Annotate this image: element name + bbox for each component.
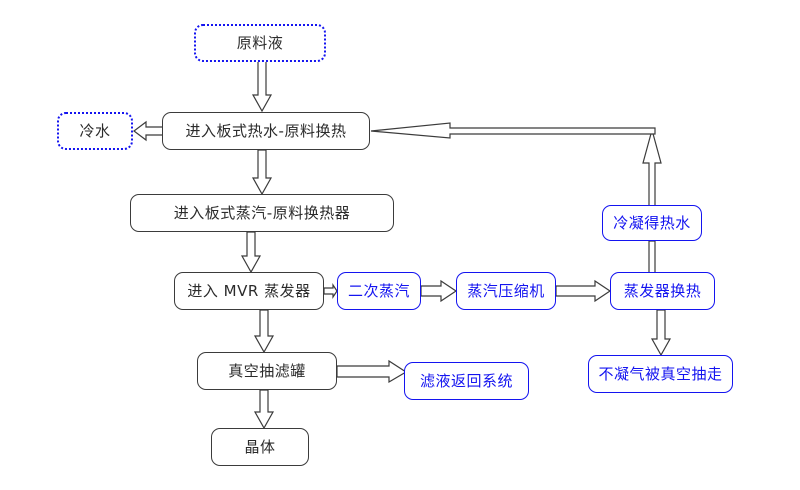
- arrow-vacuum-filter-to-crystal: [253, 389, 275, 430]
- arrow-plate-hot-water-to-plate-steam: [251, 149, 273, 196]
- arrow-feed-to-plate-hot-water: [251, 60, 273, 113]
- node-secondary-steam[interactable]: 二次蒸汽: [337, 272, 421, 310]
- node-cold-water-label: 冷水: [79, 121, 111, 140]
- node-vacuum-filter-tank-label: 真空抽滤罐: [228, 361, 306, 380]
- arrow-plate-steam-to-mvr: [240, 231, 262, 274]
- node-feed-liquid-label: 原料液: [236, 33, 284, 52]
- arrow-plate-hot-water-to-cold-water: [133, 120, 165, 142]
- node-plate-steam-feed-exchanger-label: 进入板式蒸汽-原料换热器: [173, 203, 351, 222]
- node-noncondensable-gas-vacuum-label: 不凝气被真空抽走: [598, 364, 723, 383]
- node-plate-steam-feed-exchanger[interactable]: 进入板式蒸汽-原料换热器: [130, 194, 394, 232]
- node-evaporator-heat-exchange-label: 蒸发器换热: [623, 281, 702, 300]
- node-crystal-label: 晶体: [244, 437, 276, 456]
- arrow-mvr-to-secondary-steam: [323, 283, 338, 299]
- arrow-vacuum-filter-to-filtrate-return: [336, 359, 408, 384]
- node-plate-hot-water-feed-exchange-label: 进入板式热水-原料换热: [185, 121, 347, 140]
- node-noncondensable-gas-vacuum[interactable]: 不凝气被真空抽走: [588, 355, 733, 393]
- node-steam-compressor-label: 蒸汽压缩机: [467, 281, 545, 300]
- node-condensed-hot-water-label: 冷凝得热水: [613, 213, 691, 232]
- node-cold-water[interactable]: 冷水: [57, 112, 133, 150]
- node-crystal[interactable]: 晶体: [211, 428, 309, 466]
- arrow-evaporator-heat-to-noncondensable: [650, 309, 672, 357]
- arrow-mvr-to-vacuum-filter: [253, 309, 275, 354]
- node-vacuum-filter-tank[interactable]: 真空抽滤罐: [197, 352, 337, 390]
- node-mvr-evaporator-label: 进入 MVR 蒸发器: [187, 281, 311, 300]
- node-evaporator-heat-exchange[interactable]: 蒸发器换热: [610, 272, 715, 310]
- node-secondary-steam-label: 二次蒸汽: [347, 281, 410, 300]
- node-plate-hot-water-feed-exchange[interactable]: 进入板式热水-原料换热: [162, 112, 370, 150]
- node-filtrate-return-system-label: 滤液返回系统: [419, 371, 513, 390]
- node-filtrate-return-system[interactable]: 滤液返回系统: [404, 362, 529, 400]
- node-steam-compressor[interactable]: 蒸汽压缩机: [456, 272, 556, 310]
- arrow-evaporator-heat-to-condensed-hot-water: [646, 240, 658, 274]
- node-condensed-hot-water[interactable]: 冷凝得热水: [602, 205, 702, 241]
- arrow-secondary-steam-to-compressor: [420, 279, 458, 303]
- node-mvr-evaporator[interactable]: 进入 MVR 蒸发器: [174, 272, 324, 310]
- arrow-compressor-to-evaporator-heat: [555, 279, 612, 303]
- node-feed-liquid[interactable]: 原料液: [194, 24, 326, 62]
- arrow-return-line-to-plate-hot-water: [370, 122, 656, 142]
